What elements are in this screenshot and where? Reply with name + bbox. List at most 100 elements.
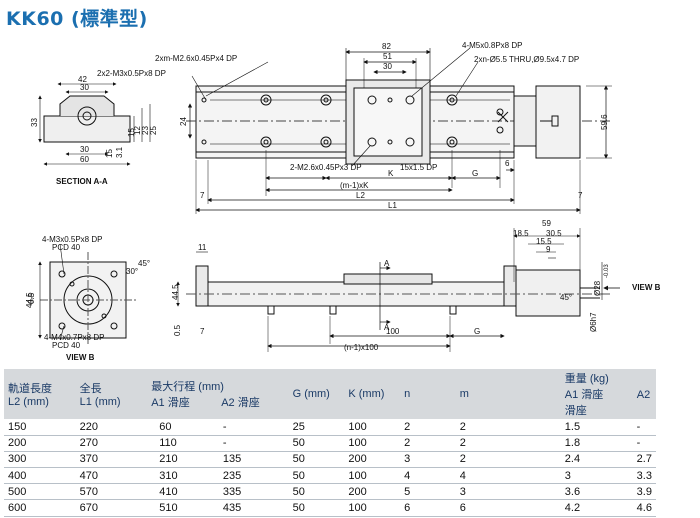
dim-g: G — [472, 169, 478, 178]
section-a-a-labels: 42 30 33 15 12 23 25 30 15 3.1 60 SECTIO… — [30, 75, 158, 186]
dim-6h7: Ø6h7 — [589, 312, 598, 332]
section-mark-top: A — [384, 259, 390, 268]
cell-a1: 110 — [147, 435, 219, 452]
cell-w2: 2.7 — [632, 451, 656, 469]
cell-g: 50 — [288, 435, 345, 452]
cell-w2: 3.9 — [632, 483, 656, 501]
dim-28: Ø28 — [593, 280, 602, 296]
section-mark-bottom: A — [384, 323, 390, 332]
dim-0-5b: 0.5 — [173, 324, 182, 336]
dim-82: 82 — [382, 42, 391, 51]
side-view-labels: 11 44.5 0.5 59 18.5 30.5 15.5 9 Ø28 -0.0… — [171, 219, 661, 352]
dim-15-5: 15.5 — [536, 237, 552, 246]
dim-l2: L2 — [356, 191, 365, 200]
cell-g: 50 — [288, 499, 345, 517]
callout-m5: 4-M5x0.8Px8 DP — [462, 41, 522, 50]
dim-15b: 15 — [105, 149, 114, 158]
dim-6: 6 — [505, 159, 510, 168]
dim-44-5: 44.5 — [25, 292, 34, 308]
callout-m2-6: 2xm-M2.6x0.45Px4 DP — [155, 54, 237, 63]
dim-45deg: 45° — [138, 259, 150, 268]
dim-l1: L1 — [388, 201, 397, 210]
dim-30deg: 30° — [126, 267, 138, 276]
cell-w1: 4.2 — [560, 499, 633, 517]
dim-m1k: (m-1)xK — [340, 181, 369, 190]
cell-a2: 335 — [218, 483, 289, 501]
cell-w1: 1.8 — [560, 435, 633, 452]
dim-18-5: 18.5 — [513, 229, 529, 238]
dim-7b: 7 — [578, 191, 583, 200]
cell-a1: 410 — [147, 483, 219, 501]
dim-30: 30 — [383, 62, 392, 71]
cell-l1: 370 — [75, 451, 148, 469]
cell-k: 100 — [344, 419, 401, 436]
callout-thru-hole: 2xn-Ø5.5 THRU,Ø9.5x4.7 DP — [474, 55, 579, 64]
dim-9: 9 — [546, 245, 551, 254]
callout-pcd40b: PCD 40 — [52, 341, 81, 350]
cell-g: 50 — [288, 483, 345, 501]
dim-g2: G — [474, 327, 480, 336]
cell-w2: 3.3 — [632, 467, 656, 485]
dim-n1-100: (n-1)x100 — [344, 343, 379, 352]
cell-m: 2 — [455, 435, 561, 452]
cell-l2: 500 — [4, 483, 76, 501]
cell-a2: - — [218, 435, 289, 452]
section-a-a-drawing — [38, 82, 151, 166]
dim-11: 11 — [198, 243, 207, 252]
dim-30c: 30 — [80, 145, 89, 154]
cell-a1: 310 — [147, 467, 219, 485]
view-b-labels: 4-M3x0.5Px8 DP PCD 40 4-M4x0.7Px8 DP PCD… — [25, 235, 150, 362]
cell-l1: 470 — [75, 467, 148, 485]
dim-42: 42 — [78, 75, 87, 84]
view-b-drawing — [31, 243, 136, 346]
cell-l1: 270 — [75, 435, 148, 452]
cell-l2: 150 — [4, 419, 76, 436]
cell-a2: 435 — [218, 499, 289, 517]
dim-59: 59 — [542, 219, 551, 228]
cell-n: 5 — [400, 483, 456, 501]
header-g: G (mm) — [288, 369, 345, 419]
dim-7c: 7 — [200, 327, 205, 336]
dim-60: 60 — [80, 155, 89, 164]
cell-a1: 210 — [147, 451, 219, 469]
dim-23: 23 — [141, 126, 150, 135]
cell-m: 6 — [455, 499, 561, 517]
callout-pcd40: PCD 40 — [52, 243, 81, 252]
cell-n: 4 — [400, 467, 456, 485]
cell-n: 2 — [400, 435, 456, 452]
cell-l2: 600 — [4, 499, 76, 517]
callout-m2-6-3: 2-M2.6x0.45Px3 DP — [290, 163, 362, 172]
dim-51: 51 — [383, 52, 392, 61]
cell-w1: 2.4 — [560, 451, 633, 469]
cell-l1: 220 — [75, 419, 148, 436]
dim-3-1: 3.1 — [115, 146, 124, 158]
dim-59-6: 59.6 — [600, 114, 609, 130]
cell-k: 100 — [344, 435, 401, 452]
callout-m4-pcd: 4-M4x0.7Px8 DP — [44, 333, 104, 342]
dim-7: 7 — [200, 191, 205, 200]
cell-l2: 400 — [4, 467, 76, 485]
callout-m3-pcd: 4-M3x0.5Px8 DP — [42, 235, 102, 244]
cell-m: 2 — [455, 419, 561, 436]
page-title: KK60 (標準型) — [6, 8, 148, 30]
cell-w1: 3 — [560, 467, 633, 485]
cell-k: 100 — [344, 467, 401, 485]
cell-g: 50 — [288, 451, 345, 469]
cell-l1: 670 — [75, 499, 148, 517]
dim-12: 12 — [133, 126, 142, 135]
view-b-arrow-label: VIEW B — [632, 283, 661, 292]
dim-15: 15 — [127, 128, 136, 137]
cell-w2: - — [632, 419, 656, 436]
top-view-labels: 2xm-M2.6x0.45Px4 DP 2x2-M3x0.5Px8 DP 4-M… — [97, 41, 609, 210]
header-k: K (mm) — [344, 369, 401, 419]
cell-a2: - — [218, 419, 289, 436]
